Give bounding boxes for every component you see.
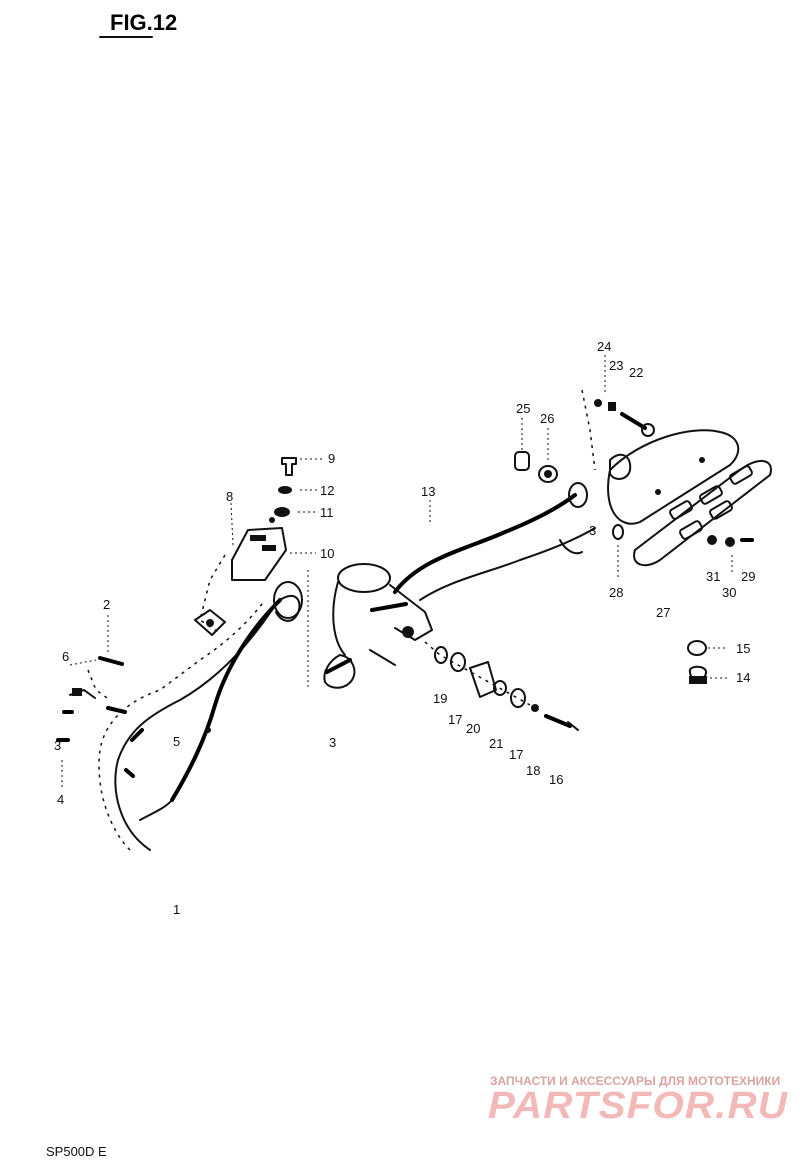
part-label-18: 18 (526, 763, 540, 778)
watermark: ЗАПЧАСТИ И АКСЕССУАРЫ ДЛЯ МОТОТЕХНИКИ PA… (488, 1074, 789, 1127)
part-label-23: 23 (609, 358, 623, 373)
part-label-12: 12 (320, 483, 334, 498)
part-label-27: 27 (656, 605, 670, 620)
part-label-6: 6 (62, 649, 69, 664)
left-hardware (56, 656, 211, 778)
clamp-25-26 (514, 451, 558, 483)
watermark-tagline: ЗАПЧАСТИ И АКСЕССУАРЫ ДЛЯ МОТОТЕХНИКИ (490, 1074, 780, 1088)
bolt-stack-9-12-11 (269, 457, 297, 523)
part-label-19: 19 (433, 691, 447, 706)
right-hardware (612, 524, 754, 547)
insert-hardware-19-16 (424, 641, 579, 731)
part-label-17a: 17 (448, 712, 462, 727)
header-bracket (194, 527, 287, 636)
model-code: SP500D E (46, 1144, 107, 1159)
part-label-15: 15 (736, 641, 750, 656)
grommet-15-14 (687, 640, 707, 684)
part-label-21: 21 (489, 736, 503, 751)
tail-pipe (393, 482, 596, 601)
part-label-1: 1 (173, 902, 180, 917)
part-label-25: 25 (516, 401, 530, 416)
part-label-16: 16 (549, 772, 563, 787)
part-label-4: 4 (57, 792, 64, 807)
part-label-20: 20 (466, 721, 480, 736)
part-label-9: 9 (328, 451, 335, 466)
part-label-3-left: 3 (54, 738, 61, 753)
part-label-2: 2 (103, 597, 110, 612)
figure-title: FIG.12 (110, 10, 177, 35)
exhaust-header-pipe (98, 581, 303, 851)
part-label-3: 3 (329, 735, 336, 750)
part-label-14: 14 (736, 670, 750, 685)
part-label-11: 11 (320, 505, 334, 520)
part-label-13: 13 (421, 484, 435, 499)
part-label-22: 22 (629, 365, 643, 380)
part-label-31: 31 (706, 569, 720, 584)
part-label-26: 26 (540, 411, 554, 426)
part-label-8: 8 (226, 489, 233, 504)
leader-lines (61, 355, 733, 790)
heat-shield (607, 429, 772, 567)
part-label-17b: 17 (509, 747, 523, 762)
part-label-29: 29 (741, 569, 755, 584)
part-label-28: 28 (609, 585, 623, 600)
part-label-24: 24 (597, 339, 611, 354)
part-label-30: 30 (722, 585, 736, 600)
part-label-5: 5 (173, 734, 180, 749)
muffler-body (323, 563, 433, 689)
part-label-3-right: 3 (589, 523, 596, 538)
part-label-10: 10 (320, 546, 334, 561)
watermark-logo: PARTSFOR.RU (488, 1085, 789, 1127)
bolt-stack-22-24 (581, 389, 655, 471)
part-labels: 1 2 3 3 3 4 5 6 8 9 10 11 12 13 14 15 16… (54, 339, 755, 917)
